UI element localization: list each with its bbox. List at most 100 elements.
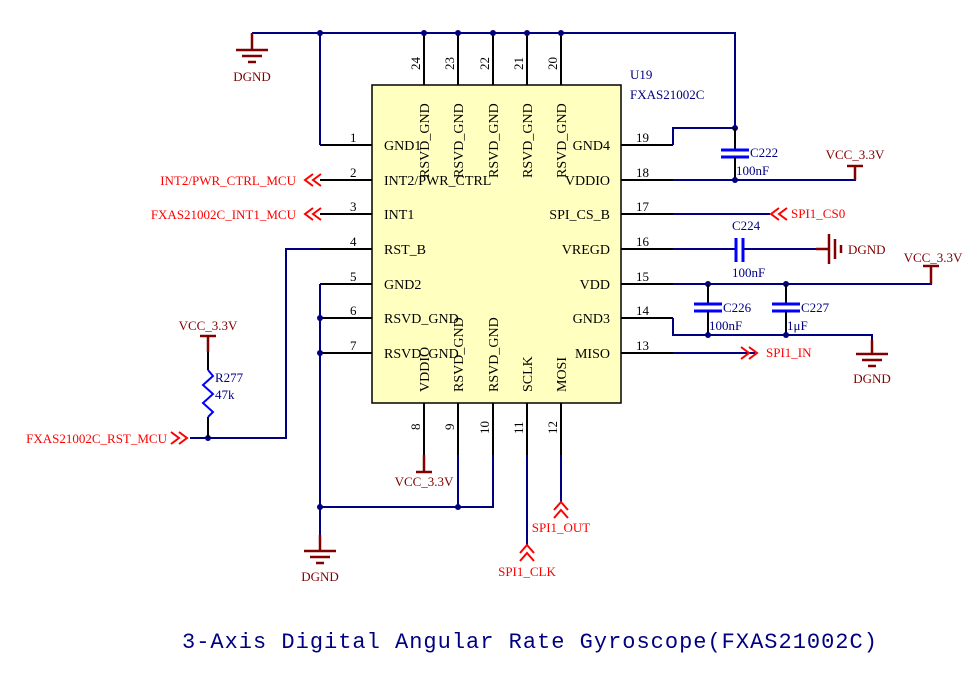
pin-name: INT2/PWR_CTRL <box>384 174 491 189</box>
c227-ref: C227 <box>801 300 830 315</box>
pin-number: 24 <box>408 57 423 71</box>
pin-name: VREGD <box>562 243 610 258</box>
ic-part-number: FXAS21002C <box>630 87 704 102</box>
c222-ref: C222 <box>750 145 778 160</box>
vcc-label: VCC_3.3V <box>179 318 238 333</box>
ground-symbol-dgnd-top <box>236 33 268 64</box>
right-pins <box>621 144 673 354</box>
port-int2-pwr-ctrl-mcu[interactable] <box>303 173 322 187</box>
pin-name: GND2 <box>384 278 421 293</box>
left-pins <box>320 144 372 354</box>
junction <box>317 30 323 36</box>
port-spi1-clk[interactable] <box>519 543 535 562</box>
pin-name: RST_B <box>384 243 426 258</box>
power-symbol-vcc-r277 <box>200 334 216 352</box>
pin-number: 22 <box>477 57 492 70</box>
pin-number: 18 <box>636 165 649 180</box>
pin-number: 1 <box>350 130 357 145</box>
pin-number: 6 <box>350 303 357 318</box>
capacitor-c226[interactable] <box>694 284 722 335</box>
junction <box>490 30 496 36</box>
pin-number: 23 <box>442 57 457 70</box>
pin-name: MOSI <box>555 357 570 392</box>
pin-number: 8 <box>408 424 423 431</box>
power-symbol-vcc-vdd <box>923 264 939 284</box>
junction <box>558 30 564 36</box>
capacitor-c224[interactable] <box>734 238 745 262</box>
pin-name: MISO <box>575 347 610 362</box>
net-gnd4[interactable] <box>672 127 735 145</box>
junction <box>524 30 530 36</box>
port-int1-mcu[interactable] <box>303 207 322 221</box>
ground-symbol-dgnd-bottom <box>304 535 336 565</box>
pin-number: 4 <box>350 234 357 249</box>
r277-value: 47k <box>215 387 235 402</box>
pin-name: VDD <box>580 278 610 293</box>
pin-number: 5 <box>350 269 357 284</box>
schematic-title: 3-Axis Digital Angular Rate Gyroscope(FX… <box>182 630 878 655</box>
port-label-int2: INT2/PWR_CTRL_MCU <box>160 173 296 188</box>
pin-number: 3 <box>350 199 357 214</box>
pin-number: 20 <box>545 57 560 70</box>
port-rst-mcu[interactable] <box>170 431 189 445</box>
pin-number: 10 <box>477 421 492 434</box>
pin-name: RSVD_GND <box>521 103 536 178</box>
pin-number: 16 <box>636 234 650 249</box>
pin-number: 9 <box>442 424 457 431</box>
port-label-spi1-out: SPI1_OUT <box>532 520 591 535</box>
pin-name: RSVD_GND <box>487 317 502 392</box>
pin-name: RSVD_GND <box>418 103 433 178</box>
ic-designator: U19 <box>630 67 652 82</box>
junction <box>783 332 789 338</box>
pin-name: GND4 <box>573 139 610 154</box>
port-label-int1: FXAS21002C_INT1_MCU <box>151 207 297 222</box>
dgnd-label: DGND <box>301 569 339 584</box>
dgnd-label: DGND <box>233 69 271 84</box>
c224-ref: C224 <box>732 218 761 233</box>
junction <box>732 177 738 183</box>
resistor-r277[interactable] <box>201 369 215 418</box>
ground-symbol-dgnd-c224 <box>816 234 843 264</box>
net-rst[interactable] <box>190 248 320 439</box>
junction <box>317 504 323 510</box>
ground-symbol-dgnd-gnd3 <box>856 340 888 368</box>
port-spi1-cs0[interactable] <box>769 207 788 221</box>
junction <box>455 504 461 510</box>
capacitor-c222[interactable] <box>721 128 749 180</box>
junction <box>317 315 323 321</box>
pin-number: 11 <box>511 421 526 434</box>
pin-name: RSVD_GND <box>384 347 459 362</box>
pin-name: SCLK <box>521 356 536 392</box>
capacitor-c227[interactable] <box>772 284 800 335</box>
vcc-label: VCC_3.3V <box>395 474 454 489</box>
pin-number: 19 <box>636 130 649 145</box>
port-spi1-out[interactable] <box>553 500 569 519</box>
port-label-spi1-clk: SPI1_CLK <box>498 564 556 579</box>
ic-body[interactable] <box>371 84 622 404</box>
pin-number: 7 <box>350 338 357 353</box>
port-label-rst: FXAS21002C_RST_MCU <box>26 431 167 446</box>
junction <box>421 30 427 36</box>
pin-number: 21 <box>511 57 526 70</box>
pin-name: RSVD_GND <box>555 103 570 178</box>
net-top-gnd[interactable] <box>252 32 736 128</box>
port-label-spi1-in: SPI1_IN <box>766 345 812 360</box>
net-vdd[interactable] <box>673 267 932 285</box>
junction <box>705 332 711 338</box>
pin-name: RSVD_GND <box>452 103 467 178</box>
port-spi1-in[interactable] <box>740 346 759 360</box>
net-bottom-gnd[interactable] <box>320 455 494 508</box>
r277-ref: R277 <box>215 370 244 385</box>
dgnd-label: DGND <box>853 371 891 386</box>
power-symbol-vcc-vddio <box>847 164 863 180</box>
pin-name: RSVD_GND <box>384 312 459 327</box>
pin-name: RSVD_GND <box>487 103 502 178</box>
port-label-spi1-cs0: SPI1_CS0 <box>791 206 845 221</box>
pin-number: 12 <box>545 421 560 434</box>
pin-number: 14 <box>636 303 650 318</box>
power-symbol-vcc-pin8 <box>416 455 432 474</box>
pin-name: RSVD_GND <box>452 317 467 392</box>
dgnd-label: DGND <box>848 242 886 257</box>
c227-value: 1μF <box>787 318 808 333</box>
pin-name: GND3 <box>573 312 610 327</box>
